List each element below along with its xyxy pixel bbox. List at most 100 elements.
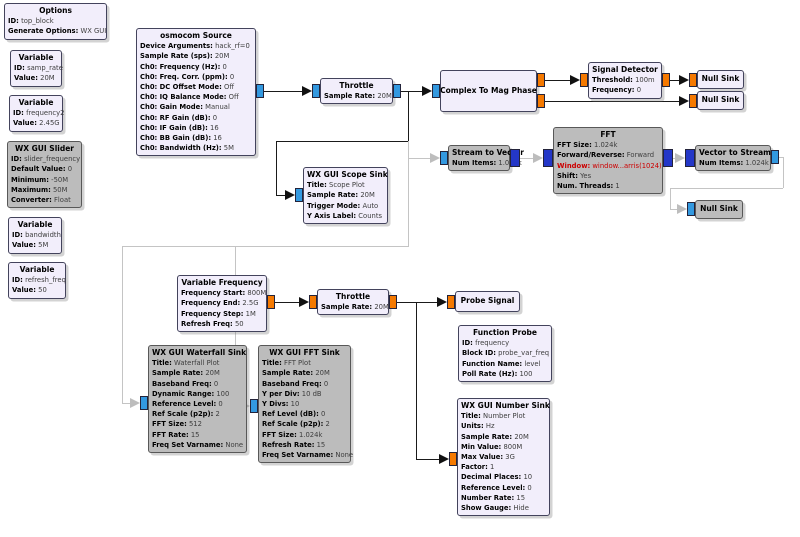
port-in-complex[interactable] bbox=[312, 84, 320, 98]
wire-connection[interactable] bbox=[122, 246, 123, 403]
port-out-vector[interactable] bbox=[663, 149, 673, 167]
block-param: Baseband Freq: 0 bbox=[262, 379, 347, 389]
port-in-float[interactable] bbox=[449, 452, 457, 466]
block-param: Window: window...arris(1024) bbox=[557, 161, 662, 171]
block-null-sink-2[interactable]: Null Sink bbox=[697, 91, 744, 110]
wire-connection[interactable] bbox=[408, 91, 409, 141]
port-in-float[interactable] bbox=[309, 295, 317, 309]
wire-connection[interactable] bbox=[783, 157, 784, 188]
wire-connection[interactable] bbox=[670, 188, 783, 189]
wire-connection[interactable] bbox=[263, 91, 303, 92]
wire-connection[interactable] bbox=[670, 209, 677, 210]
wire-connection[interactable] bbox=[122, 403, 130, 404]
port-out-float[interactable] bbox=[537, 73, 545, 87]
wire-connection[interactable] bbox=[276, 141, 408, 142]
block-null-sink-1[interactable]: Null Sink bbox=[697, 70, 744, 89]
param-value: 10 bbox=[523, 473, 533, 482]
wire-connection[interactable] bbox=[670, 188, 671, 209]
block-title: Variable Frequency bbox=[181, 278, 263, 287]
port-out-vector[interactable] bbox=[510, 149, 520, 167]
block-title: osmocom Source bbox=[160, 31, 232, 40]
port-in-vector[interactable] bbox=[685, 149, 695, 167]
param-label: Ch0: Bandwidth (Hz): bbox=[140, 144, 222, 153]
param-value: 0 bbox=[321, 410, 326, 419]
block-param: Forward/Reverse: Forward bbox=[557, 150, 659, 160]
wire-connection[interactable] bbox=[408, 141, 409, 246]
param-value: -50M bbox=[51, 175, 69, 184]
wire-connection[interactable] bbox=[520, 158, 533, 159]
port-in-vector[interactable] bbox=[543, 149, 553, 167]
port-out-complex[interactable] bbox=[256, 84, 264, 98]
port-in-complex[interactable] bbox=[440, 151, 448, 165]
param-label: Show Gauge: bbox=[461, 504, 512, 513]
block-param: Generate Options: WX GUI bbox=[8, 26, 106, 36]
param-value: bandwidth bbox=[25, 231, 61, 240]
port-out-complex[interactable] bbox=[771, 150, 779, 164]
port-out-complex[interactable] bbox=[393, 84, 401, 98]
param-label: FFT Size: bbox=[262, 430, 297, 439]
port-in-float[interactable] bbox=[447, 295, 455, 309]
block-complex-to-mag-phase[interactable]: Complex To Mag Phase bbox=[440, 70, 537, 112]
port-in-float[interactable] bbox=[689, 73, 697, 87]
wire-connection[interactable] bbox=[276, 195, 285, 196]
block-null-sink-3[interactable]: Null Sink bbox=[695, 200, 743, 219]
block-param: Value: 2.45G bbox=[13, 118, 60, 128]
wire-connection[interactable] bbox=[545, 101, 679, 102]
port-out-float[interactable] bbox=[537, 94, 545, 108]
param-label: Maximum: bbox=[11, 185, 51, 194]
param-value: Hide bbox=[513, 504, 529, 513]
block-title: Stream to Vector bbox=[452, 148, 524, 157]
port-in-complex[interactable] bbox=[140, 396, 148, 410]
wire-connection[interactable] bbox=[401, 91, 422, 92]
port-in-float[interactable] bbox=[580, 73, 588, 87]
block-param: Show Gauge: Hide bbox=[461, 503, 546, 513]
port-in-complex[interactable] bbox=[295, 188, 303, 202]
port-out-float[interactable] bbox=[389, 295, 397, 309]
param-value: 100m bbox=[635, 76, 655, 85]
port-in-complex[interactable] bbox=[432, 84, 440, 98]
wire-connection[interactable] bbox=[416, 459, 439, 460]
wire-arrow-icon bbox=[677, 204, 687, 214]
wire-connection[interactable] bbox=[779, 157, 784, 158]
wire-connection[interactable] bbox=[276, 141, 277, 195]
block-probe-signal[interactable]: Probe Signal bbox=[455, 291, 520, 312]
param-value: 2 bbox=[215, 410, 220, 419]
wire-connection[interactable] bbox=[670, 80, 679, 81]
wire-connection[interactable] bbox=[275, 302, 299, 303]
port-in-float[interactable] bbox=[689, 94, 697, 108]
port-out-float[interactable] bbox=[267, 295, 275, 309]
wire-connection[interactable] bbox=[416, 302, 417, 459]
wire-connection[interactable] bbox=[397, 302, 437, 303]
wire-connection[interactable] bbox=[545, 80, 570, 81]
wire-arrow-icon bbox=[679, 96, 689, 106]
port-in-complex[interactable] bbox=[687, 202, 695, 216]
param-value: 16 bbox=[210, 123, 219, 132]
wire-connection[interactable] bbox=[673, 158, 675, 159]
wire-connection[interactable] bbox=[122, 246, 409, 247]
block-param: Factor: 1 bbox=[461, 462, 546, 472]
port-out-float[interactable] bbox=[662, 73, 670, 87]
param-label: Ch0: IF Gain (dB): bbox=[140, 123, 208, 132]
wire-connection[interactable] bbox=[408, 158, 430, 159]
port-in-complex[interactable] bbox=[250, 399, 258, 413]
